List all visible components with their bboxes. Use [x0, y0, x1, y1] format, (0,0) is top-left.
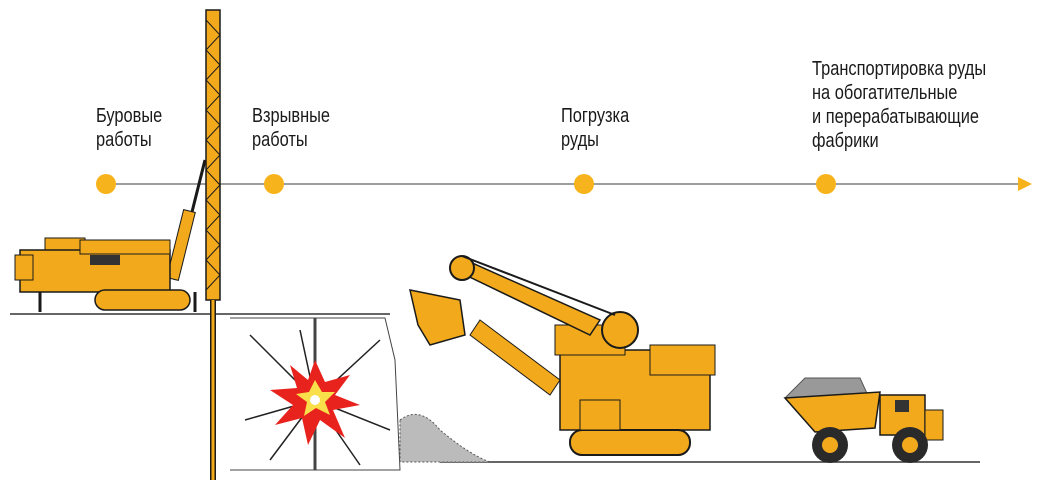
explosion-icon [230, 317, 401, 471]
dump-truck-icon [783, 377, 944, 463]
stage-label-drilling: Буровые работы [96, 104, 162, 152]
timeline-dot-transport [816, 174, 836, 194]
stage-label-blasting: Взрывные работы [252, 104, 330, 152]
label-line: Буровые [96, 105, 163, 127]
stage-label-loading: Погрузка руды [561, 104, 629, 152]
label-line: Взрывные [252, 105, 331, 127]
timeline-dot-drilling [96, 174, 116, 194]
label-line: руды [561, 129, 599, 151]
label-line: и перерабатывающие [812, 106, 980, 128]
label-line: работы [252, 129, 308, 151]
excavator-icon [409, 255, 716, 456]
label-line: работы [96, 129, 152, 151]
timeline-arrow-icon [1018, 177, 1032, 191]
label-line: на обогатительные [812, 82, 958, 104]
label-line: фабрики [812, 130, 879, 152]
ore-pile-icon [399, 413, 491, 463]
label-line: Транспортировка руды [812, 58, 987, 80]
stage-label-transport: Транспортировка руды на обогатительные и… [812, 57, 986, 153]
timeline-dot-blasting [264, 174, 284, 194]
label-line: Погрузка [561, 105, 630, 127]
timeline-dot-loading [574, 174, 594, 194]
drilling-rig-icon [14, 9, 221, 480]
